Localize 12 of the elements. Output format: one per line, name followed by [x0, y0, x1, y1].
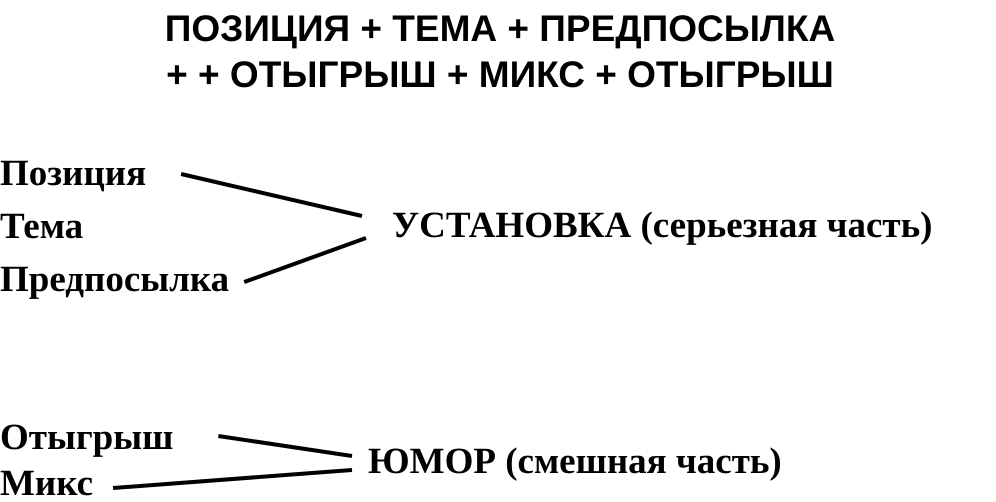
connector-line [243, 236, 367, 284]
node-label: Позиция [0, 152, 146, 196]
node-label: Микс [0, 462, 94, 502]
node-label: УСТАНОВКА (серьезная часть) [392, 204, 932, 248]
node-label: Предпосылка [0, 258, 230, 302]
node-label: ЮМОР (смешная часть) [368, 440, 782, 484]
connector-line [112, 468, 352, 490]
node-label: Отыгрыш [0, 416, 174, 460]
title: ПОЗИЦИЯ + ТЕМА + ПРЕДПОСЫЛКА + + ОТЫГРЫШ + МИКС + ОТЫГРЫШ [164, 7, 836, 97]
node-label: Тема [0, 205, 84, 249]
connector-line [218, 434, 352, 458]
connector-line [180, 172, 362, 218]
